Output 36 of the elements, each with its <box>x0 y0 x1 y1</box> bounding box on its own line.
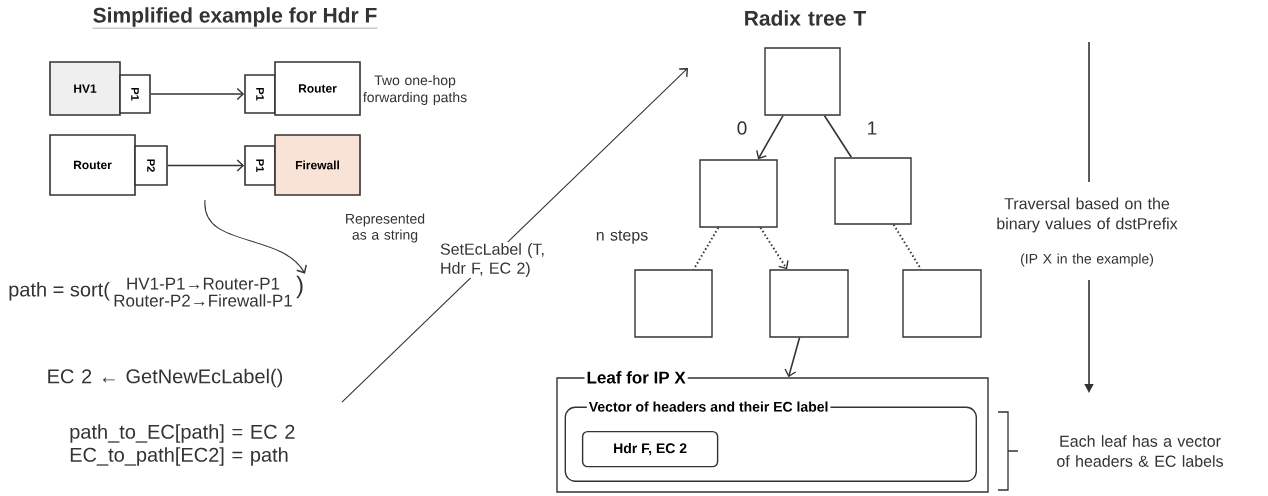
tree-node-box <box>699 159 778 228</box>
arrow <box>784 336 801 378</box>
port-box: P1 <box>244 145 276 186</box>
device-box: Firewall <box>274 134 361 196</box>
port-box: P1 <box>119 74 151 114</box>
note-text: (IP X in the example) <box>1020 253 1154 267</box>
tree-node-box <box>834 157 912 225</box>
tree-node-box <box>764 47 841 116</box>
title: Simplified example for Hdr F <box>92 7 378 29</box>
note-text: Traversal based on the binary values of dstPrefix <box>997 197 1178 233</box>
port-box: P2 <box>134 145 168 186</box>
edge-label: SetEcLabel (T, Hdr F, EC 2) <box>440 243 544 277</box>
edge-label: 0 <box>737 121 747 135</box>
port-box: P1 <box>244 74 276 114</box>
connector <box>892 223 923 271</box>
device-box: HV1 <box>49 61 121 116</box>
connector <box>823 114 853 159</box>
arrow <box>167 159 245 172</box>
arrow <box>759 226 789 270</box>
note-text: Two one-hop forwarding paths <box>363 75 467 105</box>
tree-node-box <box>902 269 982 338</box>
heading: Radix tree T <box>745 10 867 26</box>
arrow <box>150 87 245 101</box>
note-text: Each leaf has a vector of headers & EC labels <box>1057 435 1223 467</box>
arrow <box>756 114 784 160</box>
edge-label: n steps <box>596 230 648 244</box>
tree-node-box <box>769 269 849 338</box>
arrow <box>204 199 307 274</box>
connector <box>692 226 720 271</box>
entry-box: Hdr F, EC 2 <box>581 430 719 468</box>
code-text: path_to_EC[path] = EC 2 EC_to_path[EC2] = path <box>70 424 295 466</box>
code-text: EC 2 ← GetNewEcLabel() <box>48 368 283 388</box>
edge-label: 1 <box>868 121 877 135</box>
arrow <box>341 68 688 403</box>
edge-label: Represented as a string <box>346 213 425 243</box>
tree-node-box <box>634 269 713 338</box>
